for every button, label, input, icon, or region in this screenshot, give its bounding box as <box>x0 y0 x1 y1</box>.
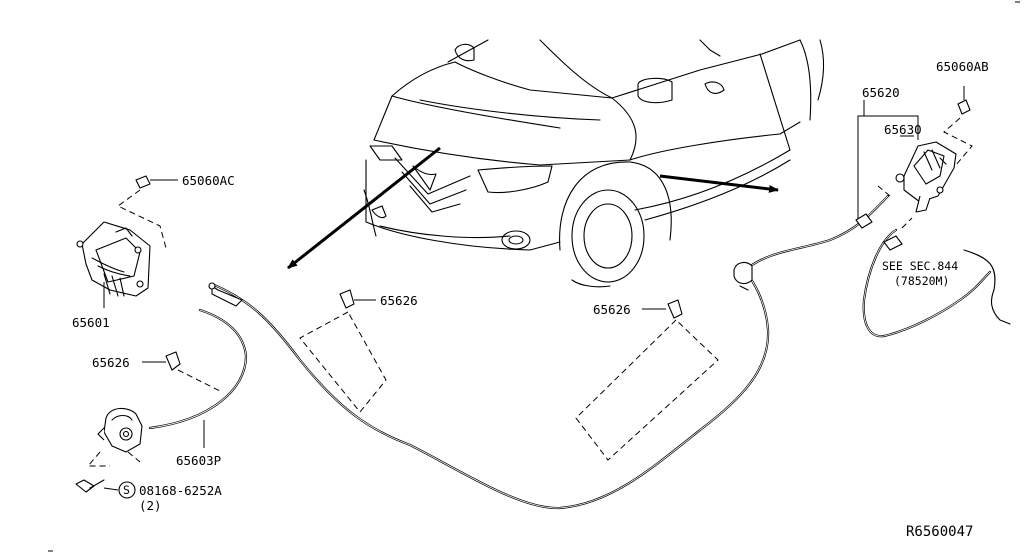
label-65603p: 65603P <box>176 453 221 468</box>
label-65630: 65630 <box>884 122 922 137</box>
cables <box>148 194 890 510</box>
label-bolt-quantity: (2) <box>139 498 162 513</box>
label-65626-middle: 65626 <box>380 293 418 308</box>
label-65601: 65601 <box>72 315 110 330</box>
label-bolt-symbol: S <box>123 483 130 497</box>
bolt-65060ab-icon <box>957 86 971 115</box>
inner-handle-assembly <box>75 351 223 499</box>
direction-arrows <box>287 146 779 270</box>
vehicle-outline <box>363 39 825 288</box>
clip-65626-middle <box>299 289 387 413</box>
part-labels: 65060AC 65601 65626 65603P S 08168-6252A… <box>72 59 989 513</box>
label-65620: 65620 <box>862 85 900 100</box>
clip-65626-left-icon <box>142 351 181 371</box>
clip-65626-right <box>575 299 719 461</box>
corner-marks <box>48 1 1020 552</box>
label-08168-6252a: 08168-6252A <box>139 483 222 498</box>
hood-lock-assembly <box>76 175 178 308</box>
label-65626-left: 65626 <box>92 355 130 370</box>
label-65060ac: 65060AC <box>182 173 235 188</box>
bolt-08168-icon <box>75 479 105 493</box>
reference-code: R6560047 <box>906 524 973 540</box>
bolt-65060ac-icon <box>135 175 178 189</box>
release-handle-assembly <box>855 86 1011 338</box>
label-65060ab: 65060AB <box>936 59 989 74</box>
label-65626-right: 65626 <box>593 302 631 317</box>
label-see-sec-844: SEE SEC.844 <box>882 259 958 273</box>
label-78520m: (78520M) <box>894 274 949 288</box>
